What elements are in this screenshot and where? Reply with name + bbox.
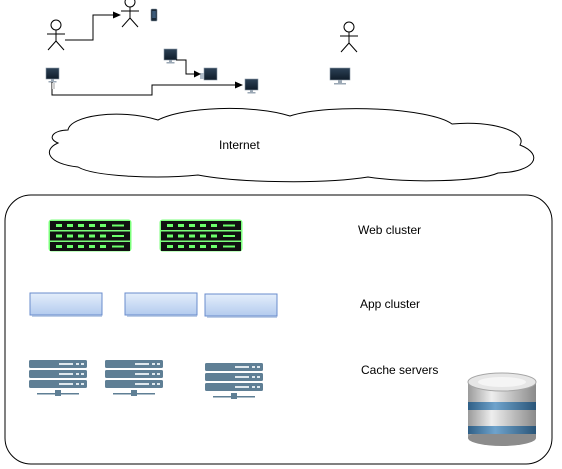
mobile-phone-icon [150, 8, 158, 22]
desktop-computer-icon [45, 67, 60, 83]
app-server-icon [29, 292, 103, 317]
web-server-icon [159, 219, 243, 252]
cable-connector [52, 83, 55, 89]
user-person-icon [120, 0, 140, 28]
internet-cloud-shape [48, 107, 535, 183]
connector-lines [51, 14, 238, 96]
desktop-computer-icon [244, 78, 259, 94]
desktop-computer-icon [163, 48, 178, 64]
tablet-device-icon [200, 67, 218, 81]
user-person-icon [46, 19, 66, 51]
web-server-icon [48, 219, 132, 252]
database-icon [467, 372, 537, 446]
user-person-icon [339, 21, 359, 53]
datacenter-container [4, 194, 553, 465]
cache-servers-label: Cache servers [361, 363, 439, 377]
app-server-icon [124, 292, 198, 317]
web-cluster-label: Web cluster [358, 223, 422, 237]
arrowheads [113, 11, 243, 89]
monitor-icon [329, 67, 351, 85]
internet-label: Internet [219, 138, 260, 152]
app-server-icon [204, 293, 278, 318]
app-cluster-label: App cluster [360, 297, 421, 311]
